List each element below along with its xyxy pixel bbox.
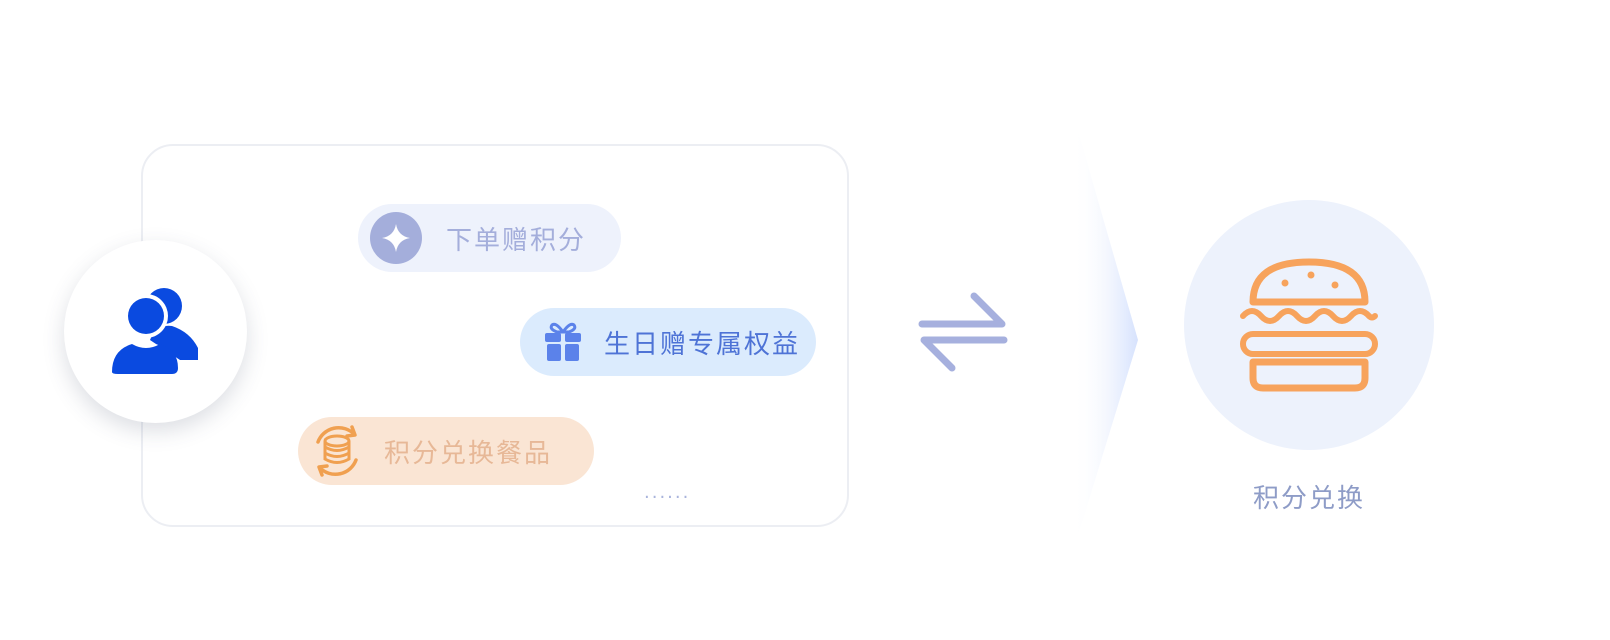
chevron-right-icon (1072, 110, 1138, 555)
coin-exchange-icon (316, 425, 358, 477)
reward-caption: 积分兑换 (1252, 484, 1365, 514)
user-avatar (64, 240, 247, 423)
exchange-arrows (916, 290, 1010, 378)
diamond-coin-icon (370, 212, 422, 264)
benefit-label: 生日赠专属权益 (604, 329, 801, 360)
benefit-points-exchange: 积分兑换餐品 (298, 417, 594, 485)
users-icon (111, 287, 198, 374)
benefit-label: 积分兑换餐品 (384, 438, 553, 469)
more-indicator: ...... (644, 482, 691, 503)
gift-icon (545, 322, 581, 361)
benefit-birthday: 生日赠专属权益 (520, 308, 816, 376)
chevron-divider (1068, 100, 1148, 564)
burger-icon (1240, 258, 1378, 392)
exchange-arrows-icon (918, 292, 1008, 372)
reward-circle (1184, 200, 1434, 450)
benefit-order-points: 下单赠积分 (358, 204, 621, 272)
benefit-label: 下单赠积分 (446, 225, 587, 256)
